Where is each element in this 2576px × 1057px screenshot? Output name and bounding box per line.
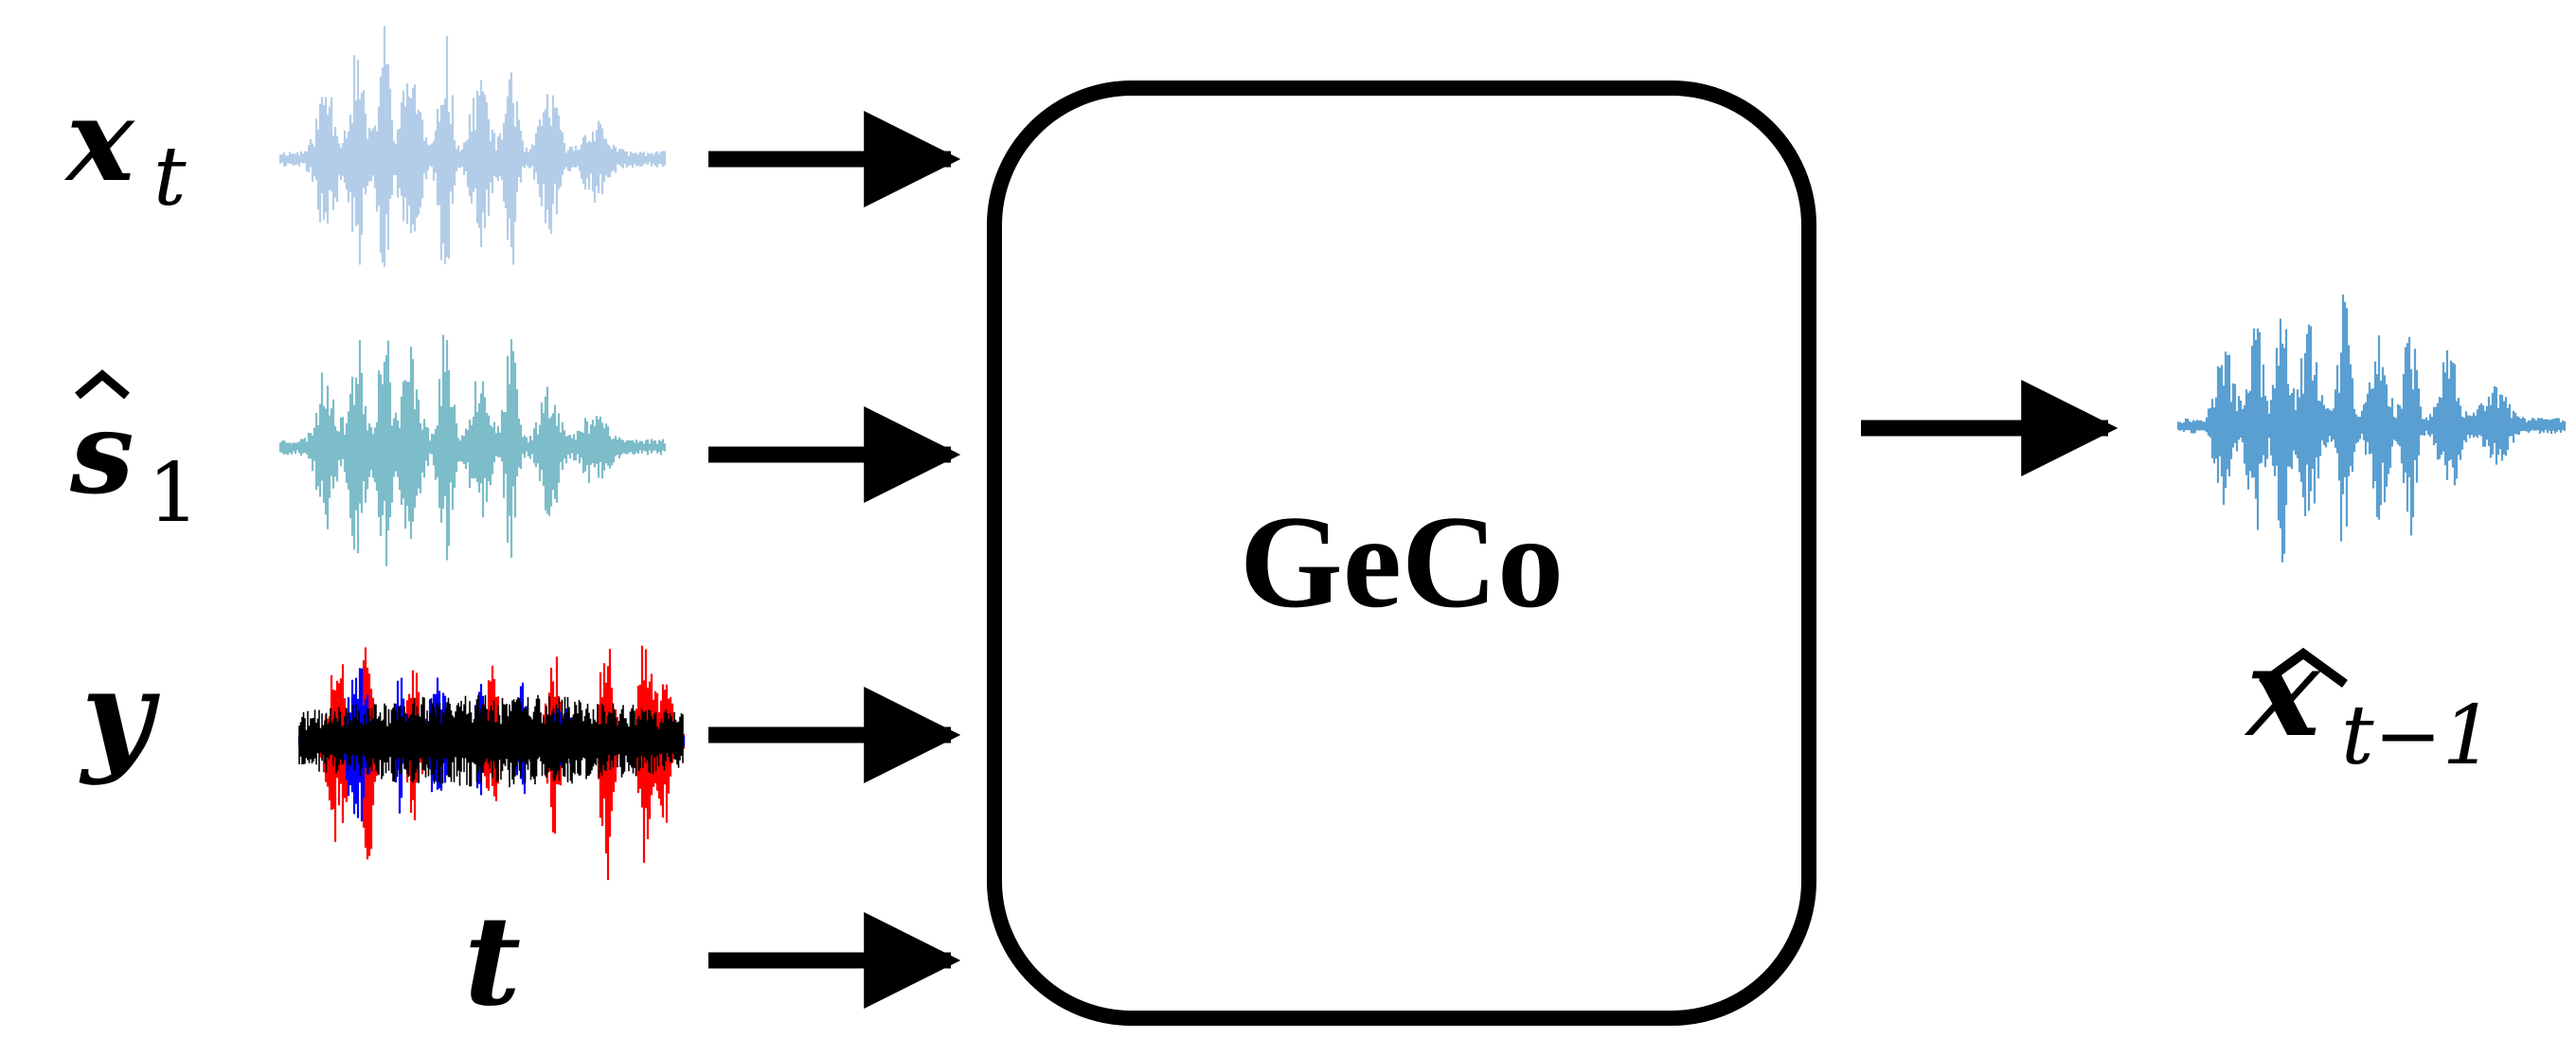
output-xhat: x t−1	[1861, 294, 2567, 783]
input-xt-subscript: t	[153, 130, 187, 224]
input-y: y	[79, 642, 961, 881]
waveform-s1	[278, 334, 667, 566]
input-s1: s 1	[69, 334, 961, 566]
input-t: t	[464, 888, 961, 1033]
waveform-xt	[278, 26, 667, 267]
hat-accent-icon	[75, 369, 130, 400]
input-s1-subscript: 1	[148, 446, 200, 541]
input-xt: x t	[63, 26, 961, 267]
audio-waveform-icon	[278, 26, 667, 267]
output-xhat-subscript: t−1	[2341, 689, 2494, 783]
input-xt-symbol: x	[63, 74, 135, 207]
hat-accent-icon	[2259, 647, 2348, 689]
geco-block-frame	[987, 81, 1816, 1026]
input-s1-symbol: s	[69, 386, 134, 520]
audio-waveform-icon	[298, 694, 684, 788]
input-y-symbol: y	[79, 642, 160, 787]
geco-block-label: GeCo	[1240, 489, 1564, 636]
audio-waveform-icon	[2176, 294, 2567, 563]
geco-block: GeCo	[987, 81, 1816, 1026]
waveform-y	[297, 645, 686, 881]
audio-waveform-icon	[278, 334, 667, 566]
waveform-xhat	[2176, 294, 2567, 563]
output-xhat-symbol: x	[2244, 619, 2321, 764]
input-t-symbol: t	[464, 888, 521, 1033]
